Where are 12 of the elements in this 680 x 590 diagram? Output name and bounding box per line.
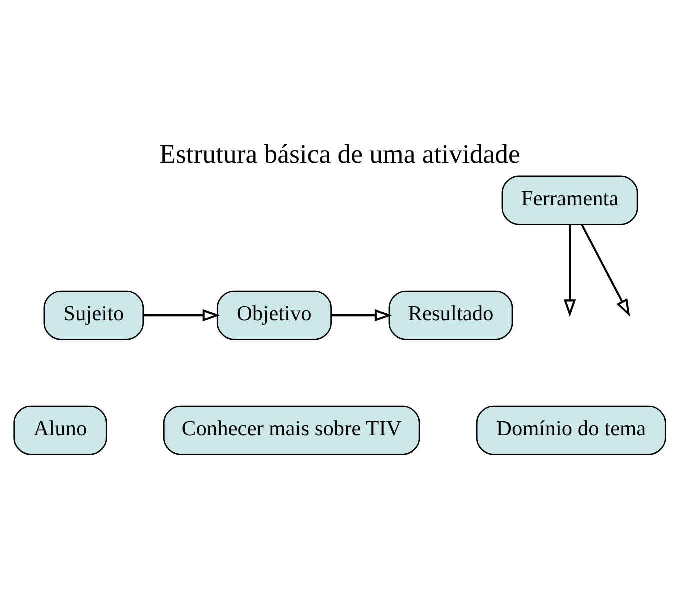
node-box: Ferramenta: [502, 175, 638, 225]
node-box: Objetivo: [216, 290, 332, 340]
node-box: Sujeito: [44, 290, 144, 340]
arrow: [581, 224, 630, 316]
arrow: [564, 224, 576, 317]
node-box: Resultado: [388, 290, 514, 340]
diagram-title: Estrutura básica de uma atividade: [160, 138, 520, 169]
node-box: Aluno: [14, 405, 108, 455]
arrow: [331, 308, 392, 322]
node-box: Domínio do tema: [476, 405, 666, 455]
arrow: [144, 308, 220, 322]
node-box: Conhecer mais sobre TIV: [163, 405, 420, 455]
